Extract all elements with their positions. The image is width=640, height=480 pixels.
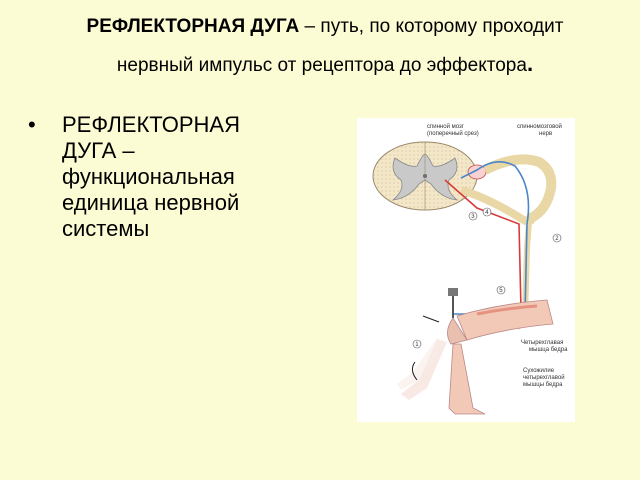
label-quadriceps-2: мышца бедра: [529, 347, 568, 353]
label-spinal-nerve-2: нерв: [539, 131, 552, 137]
bullet-text: РЕФЛЕКТОРНАЯ ДУГА – функциональная едини…: [62, 112, 240, 241]
marker-3: 3: [468, 211, 478, 221]
label-tendon-1: Сухожилие: [523, 368, 555, 374]
lower-leg: [448, 343, 486, 415]
marker-4: 4: [482, 207, 492, 217]
svg-text:5: 5: [499, 288, 503, 294]
label-cross-section: (поперечный срез): [427, 130, 479, 137]
marker-1: 1: [412, 339, 422, 349]
label-tendon-3: мышцы бедра: [523, 382, 563, 388]
marker-5: 5: [496, 285, 506, 295]
thigh: [456, 299, 554, 341]
reflex-hammer: [448, 288, 458, 318]
marker-2: 2: [552, 233, 562, 243]
label-spinal-nerve-1: спинномозговой: [517, 123, 562, 130]
reflex-arc-illustration: спинной мозг (поперечный срез) спинномоз…: [357, 118, 575, 422]
slide-title: РЕФЛЕКТОРНАЯ ДУГА – путь, по которому пр…: [30, 8, 620, 84]
bullet-mark: •: [28, 112, 36, 137]
tap-arrow: [422, 315, 440, 323]
title-term: РЕФЛЕКТОРНАЯ ДУГА: [86, 16, 300, 37]
title-line-2: нервный импульс от рецептора до эффектор…: [30, 45, 620, 84]
label-quadriceps-1: Четырехглавая: [521, 340, 563, 346]
svg-text:4: 4: [485, 210, 489, 216]
dorsal-ganglion: [467, 164, 487, 180]
title-definition-part1: – путь, по которому проходит: [299, 16, 564, 37]
spinal-cord-cross-section: [372, 141, 478, 211]
quadriceps: [476, 304, 538, 316]
title-period: .: [526, 51, 534, 76]
label-tendon-2: четырехглавой: [523, 374, 565, 381]
svg-text:1: 1: [415, 342, 419, 348]
svg-text:3: 3: [471, 214, 475, 220]
title-definition-part2: нервный импульс от рецептора до эффектор…: [116, 55, 527, 76]
spinal-nerve: [482, 154, 557, 225]
reflex-arc-diagram: спинной мозг (поперечный срез) спинномоз…: [372, 123, 568, 415]
label-spinal-cord: спинной мозг: [427, 123, 465, 130]
kick-arrow: [411, 361, 418, 381]
sensory-pathway: [453, 161, 530, 315]
svg-text:2: 2: [555, 236, 559, 242]
title-line-1: РЕФЛЕКТОРНАЯ ДУГА – путь, по которому пр…: [30, 8, 620, 45]
